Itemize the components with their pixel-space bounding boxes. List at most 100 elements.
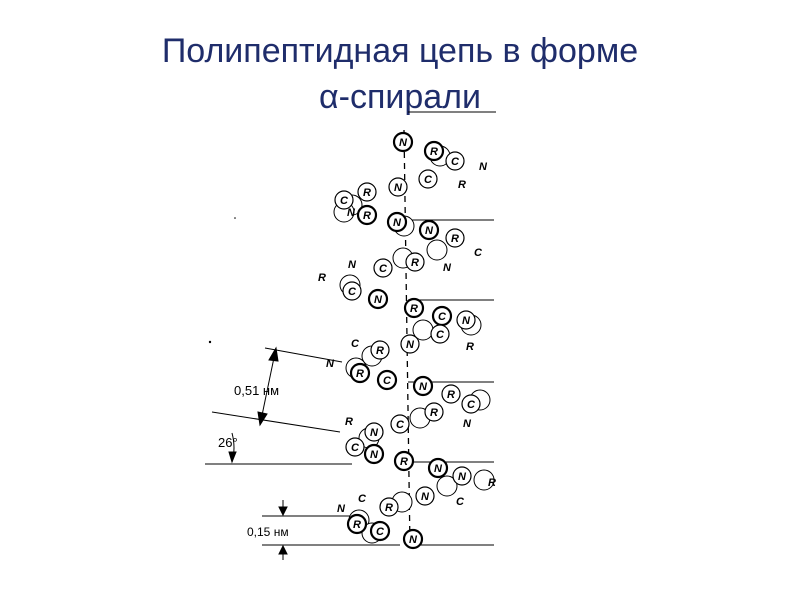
atom-label-n: N bbox=[370, 427, 379, 439]
atom-label-c: C bbox=[379, 263, 388, 275]
scan-mark bbox=[208, 340, 212, 344]
atom-label-c: C bbox=[436, 329, 445, 341]
atom-circle bbox=[430, 324, 450, 344]
atom-circle bbox=[379, 497, 399, 517]
backbone-shadow-circle bbox=[473, 469, 495, 491]
atom-label-n: N bbox=[394, 182, 403, 194]
atom-label-c: C bbox=[467, 399, 476, 411]
atom-circle bbox=[342, 281, 362, 301]
atom-label-n: N bbox=[406, 339, 415, 351]
backbone-shadow-circle bbox=[436, 475, 458, 497]
slide-title: Полипептидная цепь в форме α-спирали bbox=[0, 28, 800, 120]
atom-label-r: R bbox=[430, 146, 438, 158]
arrow-head bbox=[278, 544, 288, 555]
atom-circle bbox=[364, 422, 384, 442]
atom-label-c: C bbox=[358, 493, 367, 505]
atom-circle bbox=[452, 466, 472, 486]
atom-label-r: R bbox=[345, 416, 353, 428]
atom-circle bbox=[349, 362, 371, 384]
atom-label-n: N bbox=[425, 225, 434, 237]
atom-circle bbox=[418, 169, 438, 189]
title-line-2: α-спирали bbox=[318, 78, 482, 116]
atom-label-r: R bbox=[410, 303, 418, 315]
arrow-head bbox=[278, 506, 288, 517]
atom-circle bbox=[345, 437, 365, 457]
atom-label-n: N bbox=[434, 463, 443, 475]
atom-label-c: C bbox=[451, 156, 460, 168]
atom-label-r: R bbox=[411, 257, 419, 269]
atom-label-c: C bbox=[383, 375, 392, 387]
arrow-head bbox=[257, 411, 268, 427]
atom-circle bbox=[445, 228, 465, 248]
atom-circle bbox=[405, 252, 425, 272]
rise-per-turn-label: 0,51 нм bbox=[234, 383, 279, 398]
atom-circle bbox=[369, 520, 391, 542]
atom-circle bbox=[390, 414, 410, 434]
atom-circle bbox=[367, 288, 389, 310]
atom-circle bbox=[445, 151, 465, 171]
atom-label-c: C bbox=[438, 311, 447, 323]
atom-circle bbox=[461, 394, 481, 414]
atom-label-r: R bbox=[318, 272, 326, 284]
angle-label: 26° bbox=[218, 435, 238, 450]
atom-label-r: R bbox=[447, 389, 455, 401]
rise-per-turn-dimension bbox=[211, 346, 343, 433]
atom-label-r: R bbox=[376, 345, 384, 357]
atom-label-r: R bbox=[363, 187, 371, 199]
atom-circle bbox=[427, 457, 449, 479]
atom-circle bbox=[415, 486, 435, 506]
atom-circle bbox=[393, 450, 415, 472]
atom-label-c: C bbox=[348, 286, 357, 298]
atom-label-n: N bbox=[479, 161, 488, 173]
atom-circle bbox=[356, 204, 378, 226]
atom-label-r: R bbox=[356, 368, 364, 380]
atom-circle bbox=[346, 513, 368, 535]
atom-circle bbox=[456, 310, 476, 330]
atom-label-n: N bbox=[326, 358, 335, 370]
atom-label-n: N bbox=[347, 207, 356, 219]
atom-label-n: N bbox=[419, 381, 428, 393]
atom-label-n: N bbox=[463, 418, 472, 430]
atom-label-c: C bbox=[456, 496, 465, 508]
atom-label-n: N bbox=[409, 534, 418, 546]
atom-label-c: C bbox=[340, 195, 349, 207]
atom-label-n: N bbox=[458, 471, 467, 483]
atom-label-n: N bbox=[370, 449, 379, 461]
atom-circle bbox=[423, 140, 445, 162]
atom-circle bbox=[412, 375, 434, 397]
angle-dimension bbox=[205, 432, 352, 465]
atom-label-r: R bbox=[353, 519, 361, 531]
atom-label-n: N bbox=[443, 262, 452, 274]
title-line-1: Полипептидная цепь в форме bbox=[161, 32, 639, 70]
atom-circle bbox=[392, 131, 414, 153]
atom-label-r: R bbox=[430, 407, 438, 419]
atom-circle bbox=[370, 340, 390, 360]
atom-label-c: C bbox=[376, 526, 385, 538]
atom-circle bbox=[418, 219, 440, 241]
atom-label-n: N bbox=[348, 259, 357, 271]
atom-circle bbox=[400, 334, 420, 354]
dimension-line bbox=[211, 411, 341, 433]
atom-label-n: N bbox=[399, 137, 408, 149]
atom-circle bbox=[357, 182, 377, 202]
atom-circle bbox=[424, 402, 444, 422]
atom-label-r: R bbox=[458, 179, 466, 191]
atom-label-r: R bbox=[466, 341, 474, 353]
rise-per-residue-dimension bbox=[262, 500, 400, 560]
atom-label-n: N bbox=[421, 491, 430, 503]
atom-label-c: C bbox=[351, 338, 360, 350]
atom-label-c: C bbox=[474, 247, 483, 259]
atom-label-n: N bbox=[374, 294, 383, 306]
atom-circle bbox=[402, 528, 424, 550]
atom-label-r: R bbox=[400, 456, 408, 468]
atom-circle bbox=[388, 177, 408, 197]
atom-circle bbox=[376, 369, 398, 391]
atom-circle bbox=[441, 384, 461, 404]
atom-circle bbox=[386, 211, 408, 233]
atom-label-c: C bbox=[396, 419, 405, 431]
atom-circle bbox=[334, 190, 354, 210]
atom-label-c: C bbox=[424, 174, 433, 186]
rise-per-residue-label: 0,15 нм bbox=[247, 525, 289, 539]
atom-circle bbox=[403, 297, 425, 319]
